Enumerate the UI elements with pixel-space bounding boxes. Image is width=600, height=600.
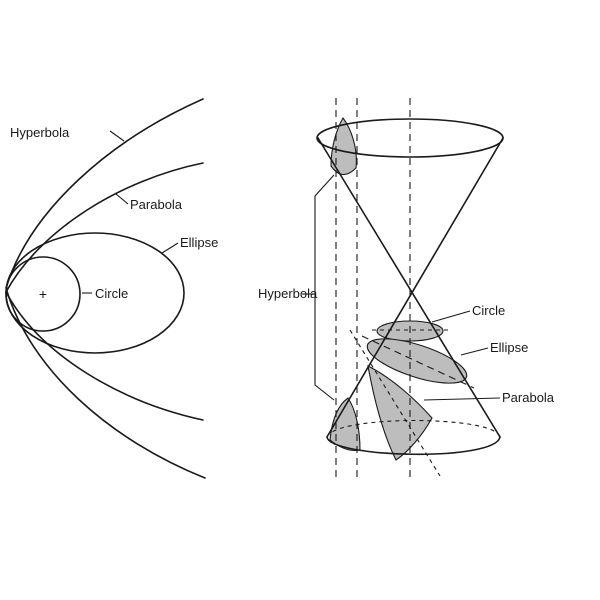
cone-bottom-ellipse-back (326, 420, 501, 438)
parabola-leader-left (115, 193, 129, 205)
parabola-section (367, 365, 433, 461)
parabola-label-left: Parabola (130, 197, 183, 212)
ellipse-label-left: Ellipse (180, 235, 218, 250)
hyperbola-label-right: Hyperbola (258, 286, 318, 301)
ellipse-label-right: Ellipse (490, 340, 528, 355)
ellipse-plane (361, 335, 475, 389)
cone-generator-right (326, 137, 504, 438)
parabola-label-right: Parabola (502, 390, 555, 405)
ellipse-leader-left (161, 242, 179, 254)
focus-marker: + (39, 286, 47, 302)
circle-label-left: Circle (95, 286, 128, 301)
hyperbola-bracket (314, 174, 335, 401)
cone-bottom-ellipse-front (326, 436, 501, 456)
circle-leader-right (431, 310, 471, 323)
hyperbola-label-left: Hyperbola (10, 125, 70, 140)
parabola-leader-right (423, 397, 501, 401)
circle-label-right: Circle (472, 303, 505, 318)
circle-curve (5, 256, 81, 332)
hyperbola-section-upper (330, 117, 357, 176)
cone-generator-left (317, 137, 501, 438)
ellipse-leader-right (460, 347, 489, 356)
conic-family-diagram: + Hyperbola Parabola Ellipse Circle (5, 98, 218, 479)
hyperbola-leader-left (109, 130, 125, 142)
double-cone-diagram: Hyperbola Circle Ellipse Parabola (258, 98, 555, 480)
